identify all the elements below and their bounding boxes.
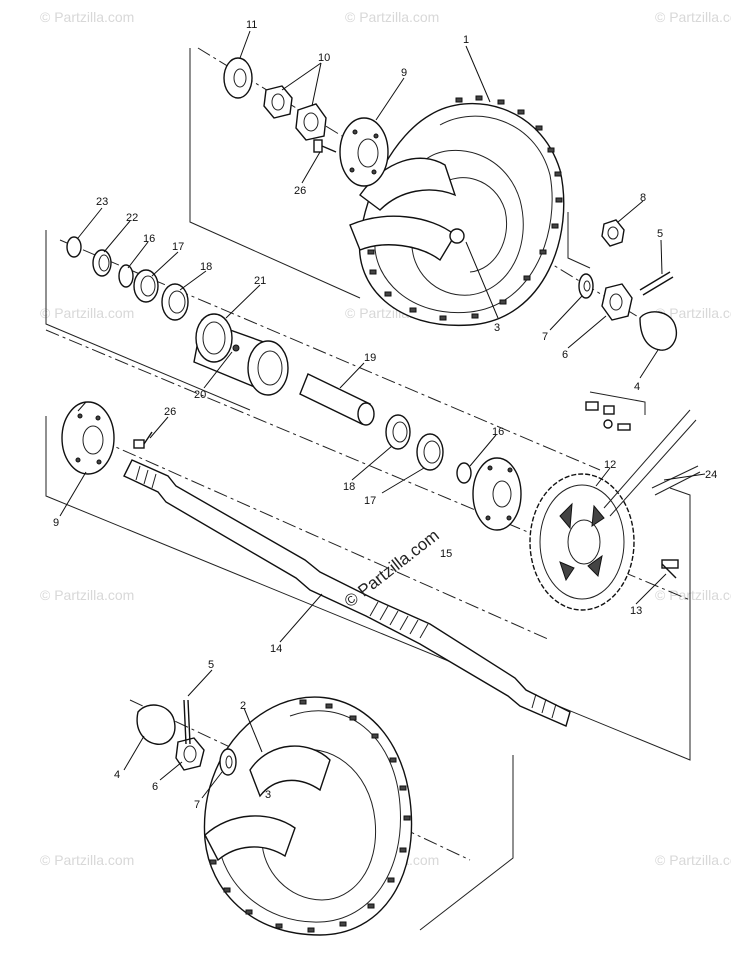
drive-chain (603, 409, 701, 517)
drive-sprocket (529, 473, 635, 611)
callout-13: 13 (630, 605, 642, 617)
bolt-26-upper (313, 139, 337, 153)
tire-tread-blocks (367, 95, 563, 321)
callout-16: 16 (143, 233, 155, 245)
lock-nuts-10 (263, 85, 327, 141)
watermark: © Partzilla.com (345, 9, 439, 25)
spacer-tube (299, 373, 375, 426)
callout-15: 15 (440, 548, 452, 560)
sprocket-hub (472, 457, 522, 531)
callout-1: 1 (463, 34, 469, 46)
lower-axle-nut-set (136, 699, 237, 776)
callout-3: 3 (494, 322, 500, 334)
callout-7: 7 (194, 799, 200, 811)
callout-17: 17 (172, 241, 184, 253)
watermark: © Partzilla.com (40, 305, 134, 321)
callout-9: 9 (53, 517, 59, 529)
callout-6: 6 (152, 781, 158, 793)
watermark: © Partzilla.com (655, 852, 731, 868)
callout-5: 5 (657, 228, 663, 240)
upper-hub-flange (339, 117, 389, 187)
bolt-13 (661, 559, 679, 579)
callout-10: 10 (318, 52, 330, 64)
bearing-stack-upper (66, 236, 189, 321)
callout-5: 5 (208, 659, 214, 671)
callout-9: 9 (401, 67, 407, 79)
assembly-outline-frames (45, 48, 691, 931)
callout-16: 16 (492, 426, 504, 438)
callout-12: 12 (604, 459, 616, 471)
watermark: © Partzilla.com (40, 852, 134, 868)
callout-26: 26 (294, 185, 306, 197)
watermark: © Partzilla.com (655, 305, 731, 321)
lower-tire-wheel (203, 696, 413, 936)
bolt-26-lower (133, 431, 153, 449)
callout-4: 4 (634, 381, 640, 393)
watermark-center: © Partzilla.com (341, 526, 443, 612)
callout-6: 6 (562, 349, 568, 361)
watermark: © Partzilla.com (655, 9, 731, 25)
callout-18: 18 (200, 261, 212, 273)
callout-24: 24 (705, 469, 717, 481)
watermark-layer: © Partzilla.com © Partzilla.com © Partzi… (40, 9, 731, 868)
watermark: © Partzilla.com (40, 9, 134, 25)
watermark: © Partzilla.com (40, 587, 134, 603)
callout-4: 4 (114, 769, 120, 781)
leader-lines (59, 30, 706, 799)
callout-11: 11 (246, 19, 257, 31)
watermark: © Partzilla.com (655, 587, 731, 603)
callout-18: 18 (343, 481, 355, 493)
callout-7: 7 (542, 331, 548, 343)
callout-19: 19 (364, 352, 376, 364)
bearing-stack-lower (385, 414, 472, 484)
chain-master-link (585, 401, 631, 431)
rear-axle-shaft (123, 459, 571, 727)
left-hub-flange (61, 401, 115, 475)
callout-3: 3 (265, 789, 271, 801)
callout-22: 22 (126, 212, 138, 224)
callout-21: 21 (254, 275, 266, 287)
callout-labels: 1 2 3 3 4 4 5 5 6 6 7 7 8 9 9 10 11 12 1… (53, 19, 717, 811)
callout-8: 8 (640, 192, 646, 204)
washer-11 (223, 57, 253, 99)
callout-2: 2 (240, 700, 246, 712)
callout-23: 23 (96, 196, 108, 208)
bearing-housing (193, 313, 289, 396)
upper-axle-nut-set (578, 219, 677, 351)
tire-tread-blocks (209, 699, 411, 933)
callout-20: 20 (194, 389, 206, 401)
callout-14: 14 (270, 643, 282, 655)
upper-tire-wheel (349, 95, 565, 327)
callout-26: 26 (164, 406, 176, 418)
callout-17: 17 (364, 495, 376, 507)
